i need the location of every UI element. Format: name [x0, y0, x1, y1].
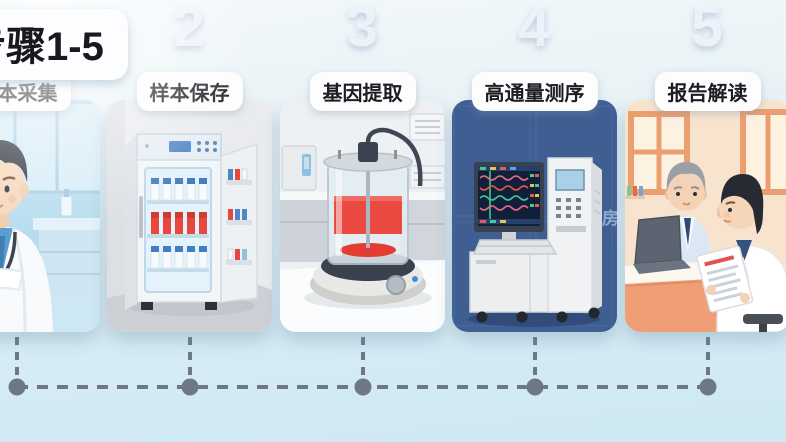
step-panel-sample-collection	[0, 100, 100, 332]
step-number: 4	[518, 0, 551, 59]
timeline-dot	[354, 378, 372, 396]
step-label: 报告解读	[654, 72, 761, 111]
step-column-3: 3 基因提取	[280, 0, 445, 400]
step-label: 高通量测序	[471, 72, 598, 111]
step-column-5: 5 报告解读	[625, 0, 786, 400]
title-text: 步骤1-5	[0, 25, 104, 69]
extraction-vessel-illustration	[280, 100, 445, 332]
report-consultation-illustration	[625, 100, 786, 332]
glass-bioreactor	[323, 127, 423, 265]
step-column-2: 2 样本保存	[107, 0, 272, 400]
fridge-open-door	[220, 142, 258, 303]
sample-vials	[150, 178, 208, 269]
step-panel-sample-storage	[107, 100, 272, 332]
sequencer-machine	[469, 157, 602, 323]
step-number: 5	[691, 0, 724, 59]
timeline-dot	[699, 378, 717, 396]
stool	[743, 314, 783, 332]
fridge-shelves	[147, 200, 209, 272]
report-document	[696, 245, 754, 313]
step-panel-sequencing: 房	[452, 100, 617, 332]
step-column-4: 4 高通量测序 房	[452, 0, 617, 400]
timeline-dot	[526, 378, 544, 396]
doctor-sampling-illustration	[0, 100, 100, 332]
step-label: 基因提取	[309, 72, 416, 111]
step-number: 2	[173, 0, 206, 59]
sequencer-illustration: 房	[452, 100, 617, 332]
title-badge: 步骤1-5	[0, 9, 128, 80]
timeline-dot	[181, 378, 199, 396]
doctor-figure	[0, 140, 53, 332]
laptop	[633, 215, 691, 274]
sample-fridge-illustration	[107, 100, 272, 332]
wall-text: 房	[602, 208, 617, 228]
timeline-dots	[8, 378, 717, 396]
step-label: 样本保存	[136, 72, 243, 111]
step-panel-gene-extraction	[280, 100, 445, 332]
timeline-dot	[8, 378, 26, 396]
sequencer-monitor	[474, 162, 544, 232]
step-panel-report-reading	[625, 100, 786, 332]
step-number: 3	[346, 0, 379, 59]
